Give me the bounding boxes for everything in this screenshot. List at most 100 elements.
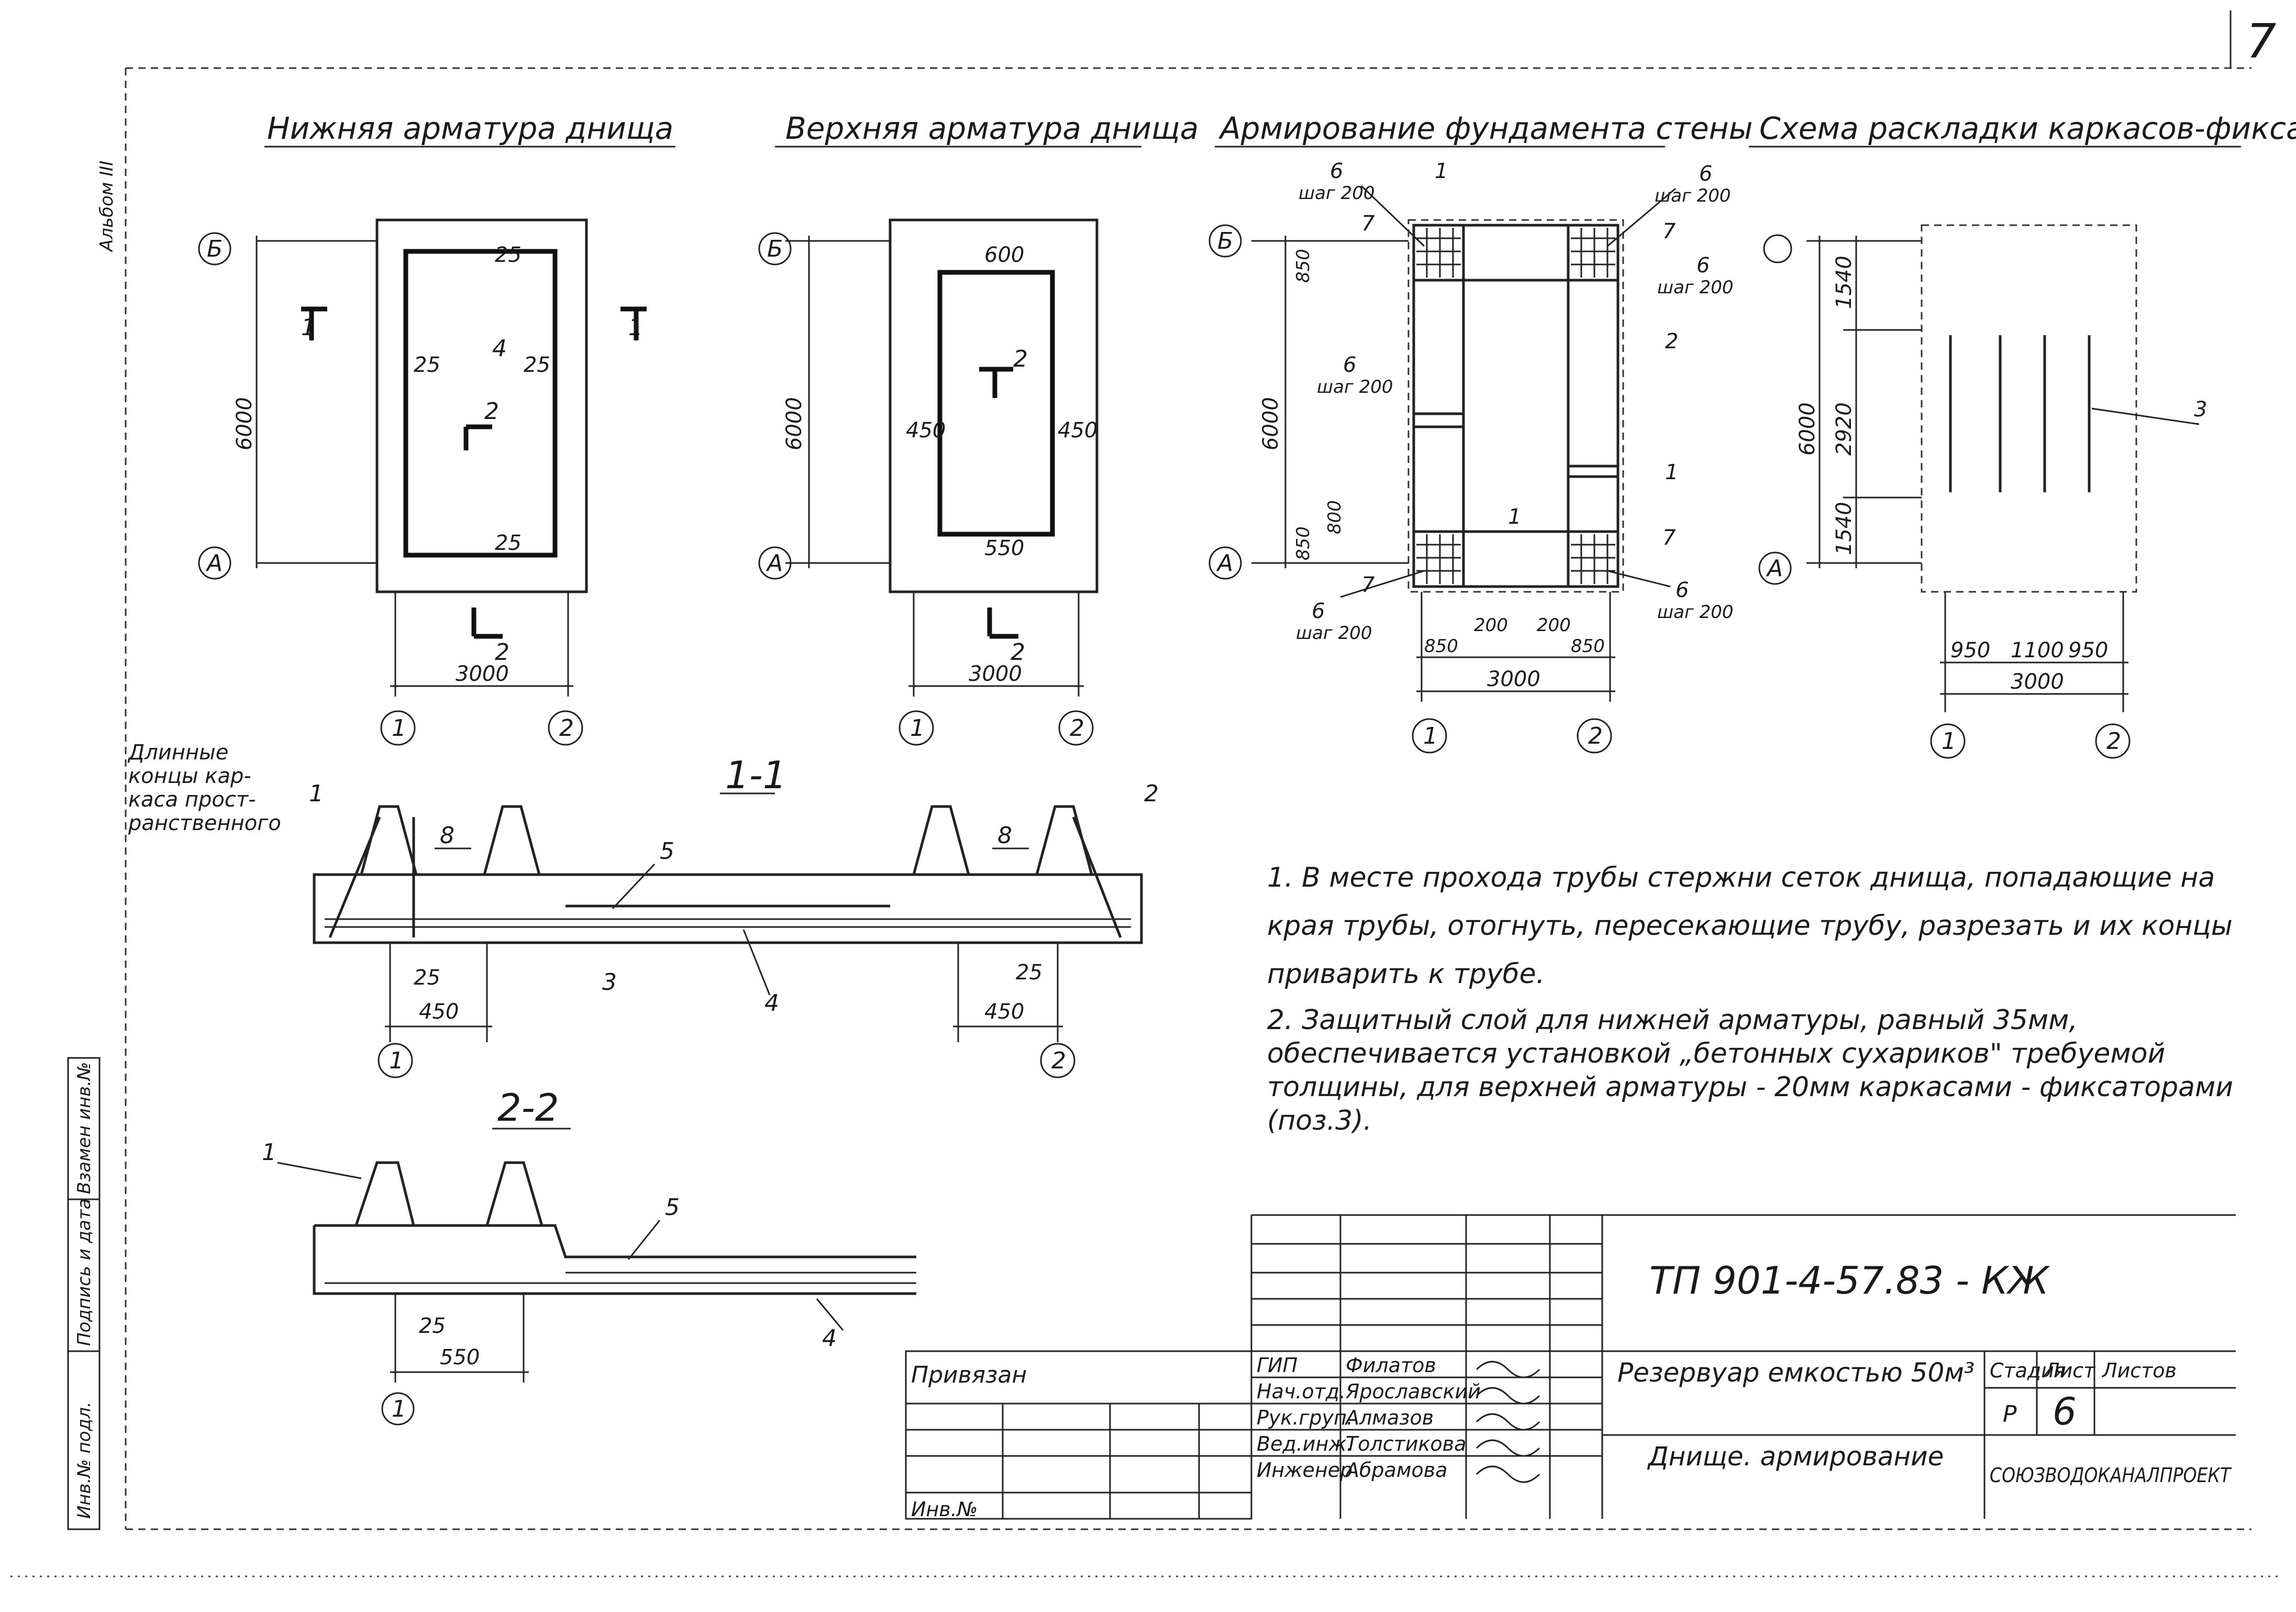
label: 3: [602, 969, 617, 996]
side-label-sign-date: Подпись и дата: [74, 1198, 95, 1346]
person-name: Абрамова: [1344, 1459, 1447, 1482]
side-label-inv: Инв.№ подл.: [74, 1401, 95, 1519]
view-bottom-rebar: Нижняя арматура днища 6000 3000 Б А 1 2 …: [198, 111, 675, 746]
label: 6: [1330, 159, 1343, 183]
view-title-top-rebar: Верхняя арматура днища: [785, 111, 1199, 146]
object-name: Резервуар емкостью 50м³: [1617, 1357, 1975, 1388]
dim: 950: [1950, 638, 1990, 663]
label: 6: [1312, 599, 1325, 623]
drawing-name: Днище. армирование: [1648, 1441, 1944, 1472]
label: 1: [309, 780, 324, 807]
dim-width-top: 3000: [969, 662, 1022, 686]
section-mark-right: 1: [628, 314, 643, 341]
mark: 25: [524, 353, 550, 377]
label: 4: [764, 990, 779, 1017]
dim: 450: [984, 1000, 1024, 1024]
dim: 3000: [2011, 670, 2064, 694]
notes-block: 1. В месте прохода трубы стержни сеток д…: [1267, 862, 2234, 1136]
label: 1: [1508, 505, 1521, 529]
axis-2: 2: [559, 715, 574, 742]
axis-1: 1: [392, 1396, 406, 1422]
label: 6: [1343, 353, 1356, 377]
label: шаг 200: [1296, 623, 1372, 644]
dim: 450: [419, 1000, 459, 1024]
view-title-bottom-rebar: Нижняя арматура днища: [267, 111, 673, 146]
axis-b: Б: [1217, 228, 1233, 255]
axis-1: 1: [1423, 723, 1438, 749]
mesh-top-right: [1571, 228, 1615, 278]
section-title-2-2: 2-2: [497, 1086, 559, 1130]
sheet-number: 7: [2246, 14, 2276, 69]
mark: 2: [1013, 346, 1028, 372]
label: 7: [1361, 212, 1375, 236]
mesh-top-left: [1416, 228, 1461, 278]
dim: 850: [1424, 636, 1458, 657]
dim: 850: [1293, 526, 1314, 560]
dim: 950: [2068, 638, 2108, 663]
axis-a: А: [766, 550, 783, 577]
dim: 25: [419, 1314, 446, 1338]
role: Инженер: [1257, 1459, 1352, 1482]
role: Рук.груп.: [1257, 1406, 1353, 1429]
label: шаг 200: [1317, 377, 1393, 398]
mark: 2: [1011, 639, 1025, 666]
label: 7: [1361, 573, 1375, 597]
dim: 1540: [1832, 502, 1856, 555]
mark: 25: [495, 531, 522, 555]
label: 7: [1662, 526, 1676, 550]
side-label-replace: Взамен инв.№: [74, 1062, 95, 1194]
note-1: 1. В месте прохода трубы стержни сеток д…: [1267, 862, 2233, 990]
section-2-2: 2-2 1 5 4 25 550 1: [262, 1086, 916, 1426]
mark: 2: [484, 398, 499, 425]
stage-label: Стадия: [1990, 1359, 2066, 1382]
label: 7: [1662, 219, 1676, 244]
label: 1: [1435, 159, 1448, 183]
dim: 25: [1016, 960, 1042, 985]
label: 4: [822, 1325, 837, 1352]
mark: 2: [495, 639, 509, 666]
axis-2: 2: [1051, 1047, 1066, 1074]
person-name: Толстикова: [1346, 1432, 1466, 1455]
title-block: ТП 901-4-57.83 - КЖ Привязан Инв.№ ГИП Н…: [905, 1214, 2236, 1521]
dim: 200: [1474, 615, 1508, 636]
view-fixator-layout: Схема раскладки каркасов-фиксаторов 1540…: [1749, 111, 2296, 759]
dim: 1100: [2011, 638, 2064, 663]
dim-height-wall: 6000: [1259, 397, 1283, 450]
inv-label: Инв.№: [911, 1498, 978, 1521]
side-stamp-column: Взамен инв.№ Подпись и дата Инв.№ подл.: [67, 1057, 101, 1530]
label: 6: [1699, 162, 1712, 186]
mark: 450: [906, 418, 946, 443]
mesh-bottom-right: [1571, 534, 1615, 584]
dim: 6000: [1795, 402, 1820, 456]
dim-height-top: 6000: [782, 397, 806, 450]
person-name: Алмазов: [1344, 1406, 1434, 1429]
person-name: Ярославский: [1345, 1380, 1481, 1403]
sheet-label: Лист: [2044, 1359, 2096, 1382]
dim: 25: [414, 966, 440, 990]
dim: 850: [1293, 249, 1314, 283]
axis-1: 1: [1942, 728, 1956, 755]
note-2: 2. Защитный слой для нижней арматуры, ра…: [1267, 1004, 2234, 1136]
label: 1: [1665, 460, 1678, 484]
pos-label-3: 3: [2194, 398, 2207, 422]
label: 1: [262, 1139, 276, 1166]
label: 2: [1665, 329, 1678, 354]
axis-1: 1: [910, 715, 925, 742]
signatures: [1476, 1361, 1540, 1483]
section-mark-left: 1: [301, 314, 316, 341]
label: 6: [1696, 253, 1710, 278]
label: шаг 200: [1299, 183, 1375, 204]
axis-a: А: [1216, 550, 1233, 577]
label: шаг 200: [1657, 277, 1734, 298]
axis-2: 2: [1588, 723, 1603, 749]
dim-height-bottom: 6000: [232, 397, 257, 450]
dim: 800: [1324, 500, 1345, 534]
dim: 850: [1571, 636, 1605, 657]
label: 6: [1676, 578, 1689, 602]
mark: 450: [1058, 418, 1097, 443]
mark: 4: [492, 335, 507, 362]
org-name: СОЮЗВОДОКАНАЛПРОЕКТ: [1990, 1464, 2232, 1487]
axis-2: 2: [2106, 728, 2121, 755]
label: 5: [660, 838, 674, 865]
label: 5: [665, 1194, 680, 1221]
